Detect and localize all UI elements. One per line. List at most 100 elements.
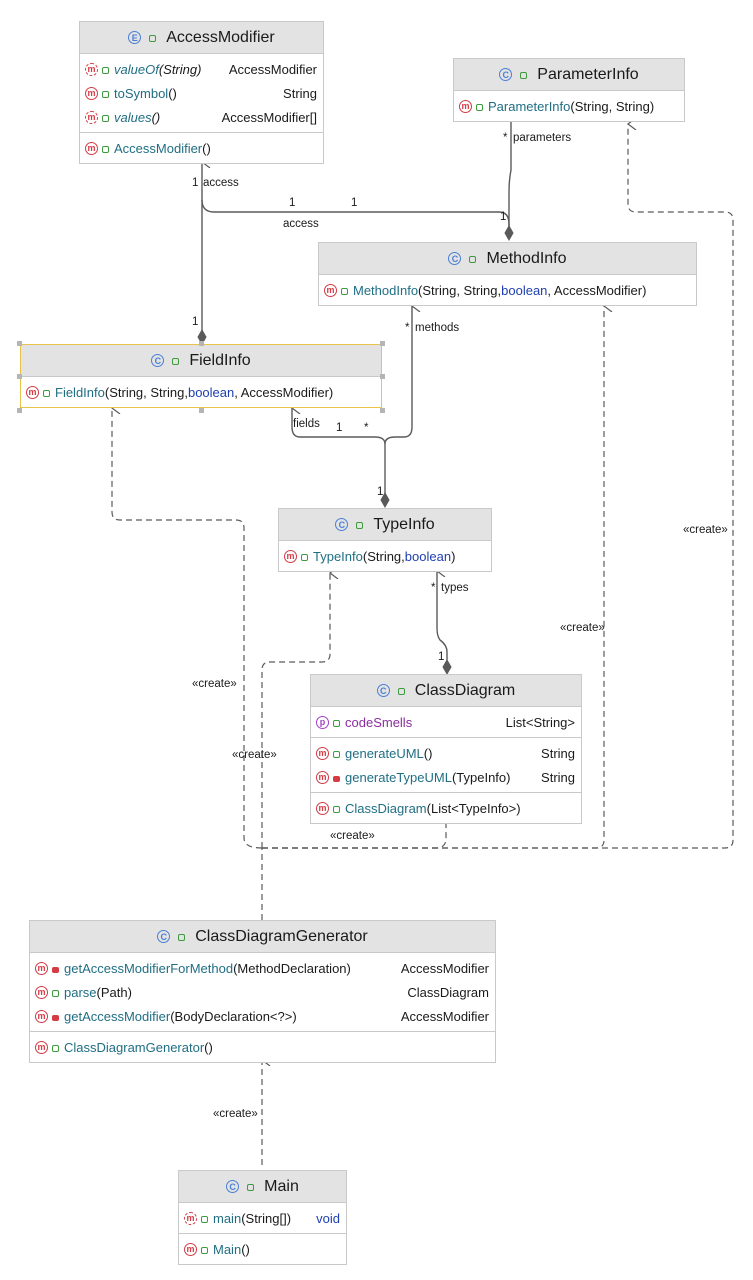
private-lock-icon [52, 967, 59, 973]
public-visibility-icon [178, 934, 186, 941]
label-create: «create» [192, 678, 237, 690]
private-lock-icon [52, 1015, 59, 1021]
method-params: (String[]) [241, 1210, 292, 1226]
constructors-section: m Main() [179, 1233, 346, 1264]
methods-section: m main(String[]) void [179, 1202, 346, 1233]
class-icon: C [151, 354, 165, 367]
constructor-row[interactable]: m TypeInfo(String, boolean) [279, 544, 491, 568]
public-visibility-icon [333, 805, 340, 813]
label-types-multiplicity: * [431, 582, 436, 594]
method-icon: m [85, 86, 98, 100]
label-fields-multiplicity: 1 [336, 422, 343, 434]
public-visibility-icon [102, 66, 109, 74]
public-visibility-icon [201, 1215, 208, 1223]
constructor-row[interactable]: m Main() [179, 1237, 346, 1261]
constructor-params: , AccessModifier) [547, 282, 647, 298]
static-method-icon: m [184, 1211, 197, 1225]
class-main[interactable]: C Main m main(String[]) void m Main() [178, 1170, 347, 1265]
constructor-params: (String, String, [104, 384, 188, 400]
class-name: MethodInfo [486, 249, 567, 267]
method-row[interactable]: m getAccessModifier(BodyDeclaration<?>) … [30, 1004, 495, 1028]
method-row[interactable]: m generateTypeUML(TypeInfo) String [311, 765, 581, 789]
label-access-multiplicity: 1 [351, 197, 358, 209]
constructor-row[interactable]: m ClassDiagram(List<TypeInfo>) [311, 796, 581, 820]
public-visibility-icon [247, 1184, 255, 1191]
runnable-class-icon: C [226, 1180, 240, 1193]
edge-typeinfo-methods [384, 306, 412, 495]
class-method-info[interactable]: C MethodInfo m MethodInfo(String, String… [318, 242, 697, 306]
method-icon: m [459, 99, 472, 113]
resize-handle[interactable] [380, 341, 385, 346]
diamond-methodinfo-access [504, 224, 514, 242]
resize-handle[interactable] [380, 374, 385, 379]
label-create: «create» [330, 830, 375, 842]
resize-handle[interactable] [17, 374, 22, 379]
class-field-info[interactable]: C FieldInfo m FieldInfo(String, String, … [20, 344, 382, 408]
label-parameters-role: parameters [513, 132, 572, 144]
resize-handle[interactable] [380, 408, 385, 413]
constructor-row[interactable]: m FieldInfo(String, String, boolean, Acc… [21, 380, 381, 404]
class-header: C TypeInfo [279, 509, 491, 540]
resize-handle[interactable] [17, 408, 22, 413]
property-icon: p [316, 715, 329, 729]
method-name: toSymbol [114, 85, 169, 101]
constructor-name: ClassDiagramGenerator [64, 1039, 205, 1055]
class-header: C ClassDiagram [311, 675, 581, 706]
constructor-row[interactable]: m MethodInfo(String, String, boolean, Ac… [319, 278, 696, 302]
constructor-params: , AccessModifier) [234, 384, 334, 400]
class-parameter-info[interactable]: C ParameterInfo m ParameterInfo(String, … [453, 58, 685, 122]
resize-handle[interactable] [199, 408, 204, 413]
constructor-params: (String, [362, 548, 405, 564]
methods-section: m valueOf(String) AccessModifier m toSym… [80, 53, 323, 132]
public-visibility-icon [172, 358, 180, 365]
static-method-icon: m [85, 110, 98, 124]
constructor-row[interactable]: m AccessModifier() [80, 136, 323, 160]
public-visibility-icon [102, 114, 109, 122]
label-access-multiplicity: 1 [192, 177, 199, 189]
method-params: (BodyDeclaration<?>) [170, 1008, 297, 1024]
private-lock-icon [333, 776, 340, 782]
label-methodinfo-multiplicity: 1 [500, 211, 507, 223]
label-parameters-multiplicity: * [503, 132, 508, 144]
field-row[interactable]: p codeSmells List<String> [311, 710, 581, 734]
method-row[interactable]: m generateUML() String [311, 741, 581, 765]
label-methods-role: methods [415, 322, 460, 334]
class-type-info[interactable]: C TypeInfo m TypeInfo(String, boolean) [278, 508, 492, 572]
class-name: Main [264, 1177, 299, 1195]
class-class-diagram[interactable]: C ClassDiagram p codeSmells List<String>… [310, 674, 582, 824]
class-access-modifier[interactable]: E AccessModifier m valueOf(String) Acces… [79, 21, 324, 164]
label-create: «create» [560, 622, 605, 634]
resize-handle[interactable] [199, 341, 204, 346]
enum-icon: E [128, 31, 142, 44]
method-icon: m [35, 985, 48, 999]
method-row[interactable]: m getAccessModifierForMethod(MethodDecla… [30, 956, 495, 980]
resize-handle[interactable] [17, 341, 22, 346]
method-name: getAccessModifierForMethod [64, 960, 234, 976]
method-icon: m [184, 1242, 197, 1256]
method-row[interactable]: m toSymbol() String [80, 81, 323, 105]
method-row[interactable]: m values() AccessModifier[] [80, 105, 323, 129]
method-params: () [423, 745, 433, 761]
methods-section: m generateUML() String m generateTypeUML… [311, 737, 581, 792]
constructor-params: (String, String, [418, 282, 502, 298]
label-create: «create» [213, 1108, 258, 1120]
constructor-row[interactable]: m ParameterInfo(String, String) [454, 94, 684, 118]
method-row[interactable]: m main(String[]) void [179, 1206, 346, 1230]
method-icon: m [324, 283, 337, 297]
method-params: () [151, 109, 161, 125]
method-name: getAccessModifier [64, 1008, 171, 1024]
class-header: C ClassDiagramGenerator [30, 921, 495, 952]
constructor-row[interactable]: m ClassDiagramGenerator() [30, 1035, 495, 1059]
edge-create-parameterinfo [262, 124, 734, 849]
method-row[interactable]: m valueOf(String) AccessModifier [80, 57, 323, 81]
method-row[interactable]: m parse(Path) ClassDiagram [30, 980, 495, 1004]
method-params: (Path) [96, 984, 132, 1000]
method-params: (String) [158, 61, 202, 77]
constructor-params: () [204, 1039, 213, 1055]
class-header: C FieldInfo [21, 345, 381, 376]
class-class-diagram-generator[interactable]: C ClassDiagramGenerator m getAccessModif… [29, 920, 496, 1063]
public-visibility-icon [469, 256, 477, 263]
method-params: () [168, 85, 177, 101]
method-icon: m [35, 961, 48, 975]
